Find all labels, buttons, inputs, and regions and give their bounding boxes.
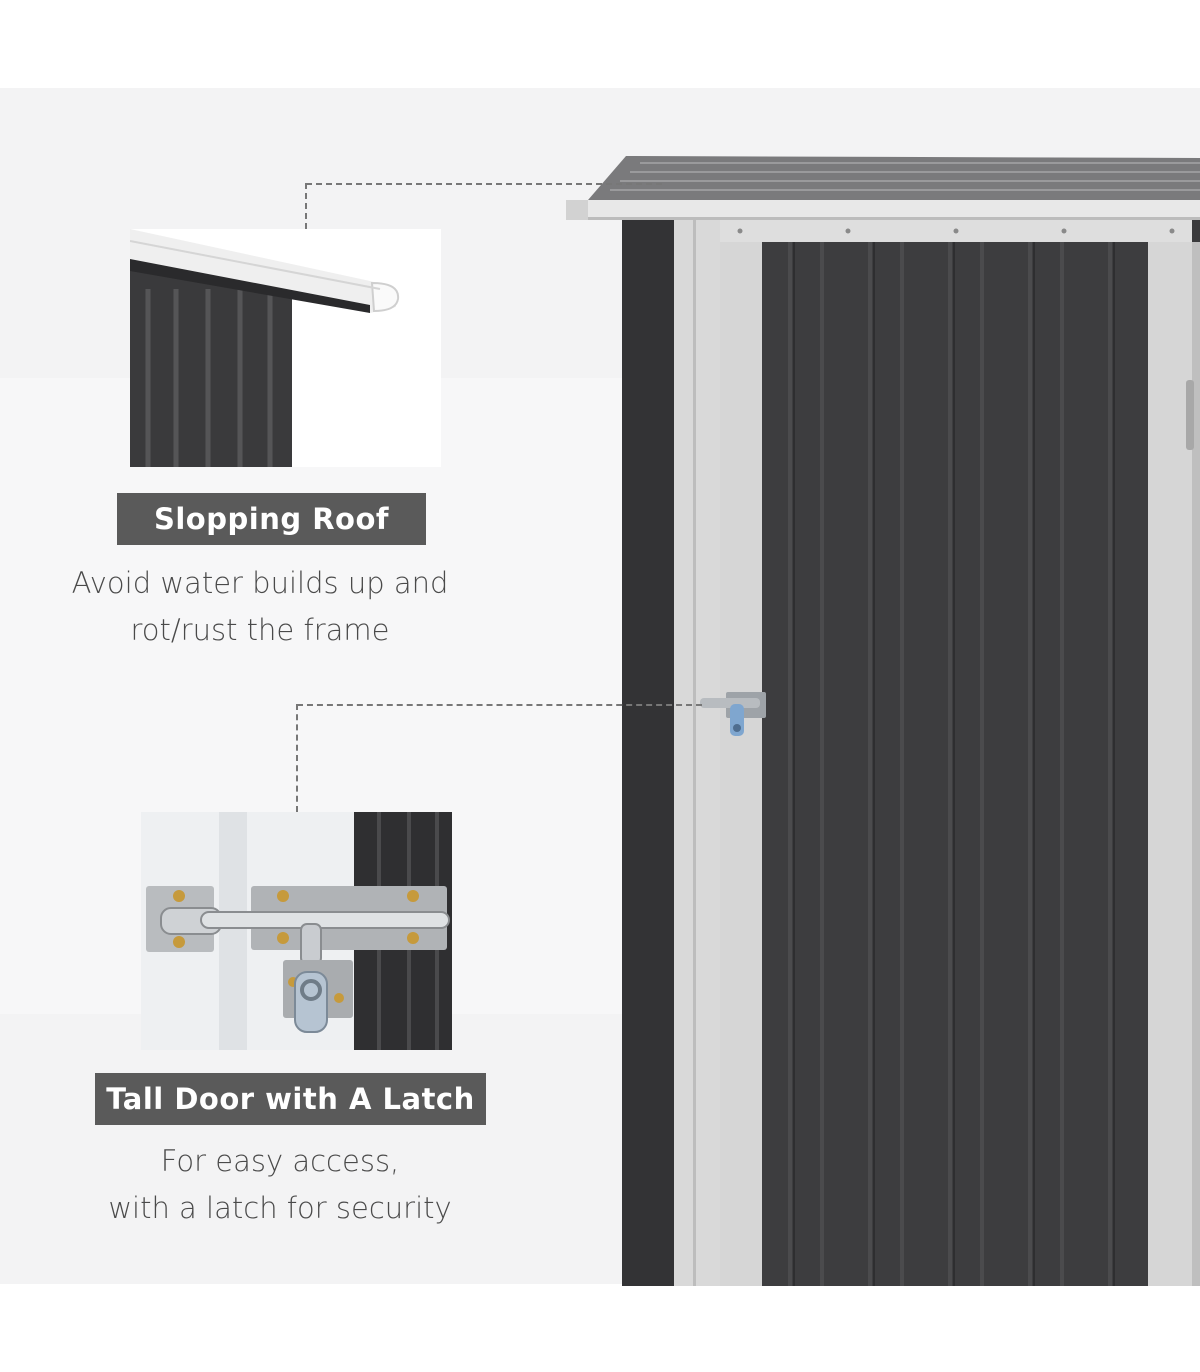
feature-desc-roof-line2: rot/rust the frame: [130, 613, 390, 647]
latch-connector-drop: [296, 704, 298, 812]
feature-title-door: Tall Door with A Latch: [95, 1073, 486, 1125]
feature-desc-roof-line1: Avoid water builds up and: [71, 566, 449, 600]
feature-desc-door-line2: with a latch for security: [108, 1191, 452, 1225]
latch-connector-line: [297, 704, 702, 706]
feature-title-roof: Slopping Roof: [117, 493, 426, 545]
roof-detail-photo: [130, 229, 441, 467]
latch-detail-photo: [141, 812, 452, 1050]
feature-desc-roof: Avoid water builds up and rot/rust the f…: [50, 560, 470, 654]
roof-connector-line: [306, 183, 662, 185]
feature-desc-door: For easy access, with a latch for securi…: [60, 1138, 500, 1232]
roof-connector-drop: [305, 183, 307, 229]
shed-illustration: [566, 156, 1200, 1286]
feature-desc-door-line1: For easy access,: [160, 1144, 400, 1178]
